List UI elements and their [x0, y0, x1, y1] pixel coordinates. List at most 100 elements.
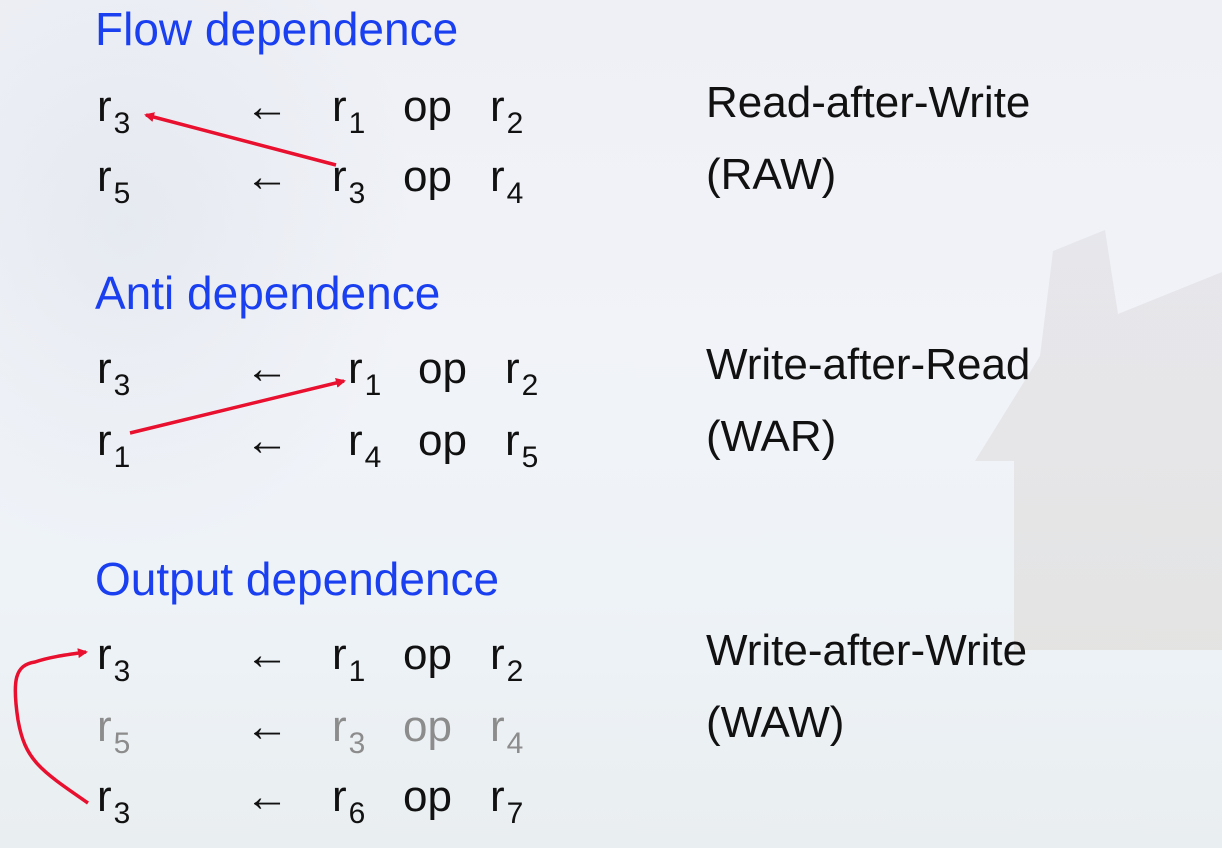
- source-register-2-subscript: 2: [506, 107, 524, 140]
- operator: op: [403, 772, 452, 822]
- source-register-1-text: r: [348, 344, 363, 393]
- source-register-1-text: r: [332, 82, 347, 131]
- source-register-1: r6: [332, 772, 365, 831]
- assign-arrow: ←: [245, 344, 289, 394]
- operator-text: op: [403, 152, 452, 201]
- war-dependency-arrow: [129, 378, 346, 435]
- operator-text: op: [403, 702, 452, 751]
- source-register-2-subscript: 7: [506, 797, 524, 830]
- source-register-2: r2: [490, 82, 523, 141]
- source-register-2-subscript: 4: [506, 177, 524, 210]
- destination-register-subscript: 3: [113, 797, 131, 830]
- source-register-2-text: r: [490, 82, 505, 131]
- source-register-1: r1: [348, 344, 381, 403]
- destination-register-text: r: [97, 152, 112, 201]
- source-register-1-text: r: [332, 772, 347, 821]
- operator: op: [403, 630, 452, 680]
- source-register-1-subscript: 1: [348, 107, 366, 140]
- destination-register-text: r: [97, 82, 112, 131]
- source-register-2-text: r: [505, 344, 520, 393]
- operator: op: [418, 416, 467, 466]
- source-register-2-subscript: 2: [521, 369, 539, 402]
- source-register-1-subscript: 1: [348, 655, 366, 688]
- source-register-2-text: r: [490, 152, 505, 201]
- source-register-2-text: r: [490, 630, 505, 679]
- operator: op: [403, 82, 452, 132]
- assign-arrow-text: ←: [245, 702, 289, 751]
- dependency-label: (WAR): [706, 412, 837, 461]
- operator-text: op: [418, 344, 467, 393]
- dependency-label: (RAW): [706, 150, 837, 199]
- source-register-1: r1: [332, 82, 365, 141]
- source-register-2-text: r: [490, 702, 505, 751]
- source-register-1: r1: [332, 630, 365, 689]
- source-register-2-subscript: 2: [506, 655, 524, 688]
- destination-register-text: r: [97, 772, 112, 821]
- destination-register-subscript: 5: [113, 177, 131, 210]
- operator-text: op: [403, 82, 452, 131]
- source-register-2-subscript: 5: [521, 441, 539, 474]
- source-register-1-subscript: 4: [364, 441, 382, 474]
- dependency-label: Write-after-Read: [706, 340, 1031, 389]
- assign-arrow: ←: [245, 630, 289, 680]
- assign-arrow-text: ←: [245, 82, 289, 131]
- destination-register: r5: [97, 702, 130, 761]
- section-heading: Anti dependence: [95, 267, 441, 319]
- dependency-label: Read-after-Write: [706, 78, 1031, 127]
- destination-register-subscript: 3: [113, 107, 131, 140]
- destination-register: r3: [97, 344, 130, 403]
- section-heading: Flow dependence: [95, 3, 459, 55]
- source-register-2: r5: [505, 416, 538, 475]
- assign-arrow: ←: [245, 416, 289, 466]
- assign-arrow: ←: [245, 82, 289, 132]
- section-heading: Output dependence: [95, 553, 500, 605]
- source-register-1-subscript: 3: [348, 727, 366, 760]
- assign-arrow: ←: [245, 152, 289, 202]
- assign-arrow-text: ←: [245, 630, 289, 679]
- operator: op: [418, 344, 467, 394]
- destination-register-subscript: 5: [113, 727, 131, 760]
- assign-arrow: ←: [245, 772, 289, 822]
- source-register-1-text: r: [348, 416, 363, 465]
- source-register-1-subscript: 3: [348, 177, 366, 210]
- destination-register-text: r: [97, 630, 112, 679]
- destination-register-subscript: 1: [113, 441, 131, 474]
- destination-register-text: r: [97, 344, 112, 393]
- destination-register-subscript: 3: [113, 369, 131, 402]
- source-register-2-text: r: [490, 772, 505, 821]
- dependency-label: Write-after-Write: [706, 626, 1028, 675]
- operator-text: op: [403, 630, 452, 679]
- destination-register-text: r: [97, 702, 112, 751]
- destination-register: r1: [97, 416, 130, 475]
- source-register-2: r4: [490, 702, 523, 761]
- source-register-1-subscript: 1: [364, 369, 382, 402]
- source-register-1: r3: [332, 702, 365, 761]
- source-register-1-subscript: 6: [348, 797, 366, 830]
- source-register-2: r7: [490, 772, 523, 831]
- source-register-1-text: r: [332, 630, 347, 679]
- operator-text: op: [403, 772, 452, 821]
- source-register-2-text: r: [505, 416, 520, 465]
- background-tree: [0, 0, 420, 560]
- dependency-label: (WAW): [706, 698, 845, 747]
- source-register-1-text: r: [332, 702, 347, 751]
- source-register-2-subscript: 4: [506, 727, 524, 760]
- destination-register: r5: [97, 152, 130, 211]
- destination-register: r3: [97, 82, 130, 141]
- source-register-2: r4: [490, 152, 523, 211]
- operator: op: [403, 702, 452, 752]
- assign-arrow-text: ←: [245, 772, 289, 821]
- operator: op: [403, 152, 452, 202]
- destination-register-subscript: 3: [113, 655, 131, 688]
- assign-arrow-text: ←: [245, 416, 289, 465]
- destination-register: r3: [97, 772, 130, 831]
- operator-text: op: [418, 416, 467, 465]
- assign-arrow-text: ←: [245, 152, 289, 201]
- assign-arrow: ←: [245, 702, 289, 752]
- source-register-2: r2: [490, 630, 523, 689]
- raw-dependency-arrow: [144, 112, 337, 167]
- source-register-2: r2: [505, 344, 538, 403]
- destination-register: r3: [97, 630, 130, 689]
- source-register-1: r4: [348, 416, 381, 475]
